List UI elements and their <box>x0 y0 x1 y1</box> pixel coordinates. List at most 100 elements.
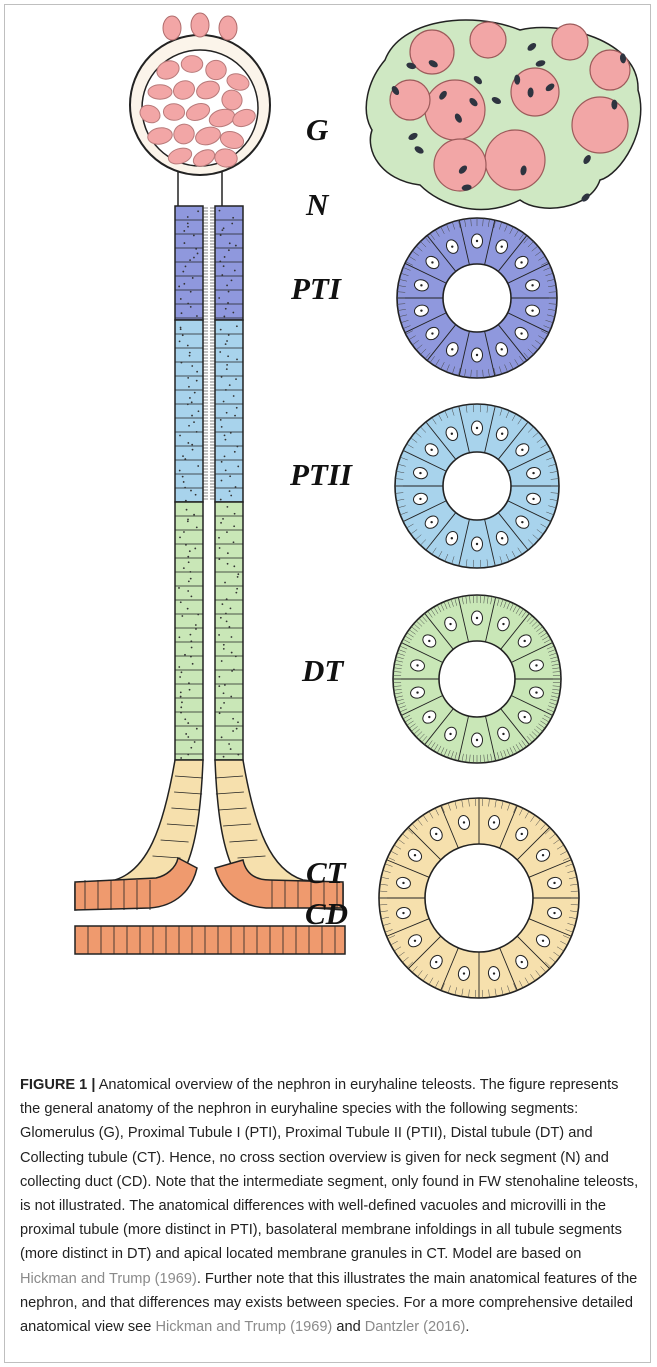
cytoplasm-granule <box>184 458 186 460</box>
cytoplasm-granule <box>219 547 221 549</box>
cytoplasm-granule <box>227 563 229 565</box>
cytoplasm-granule <box>229 384 231 386</box>
cytoplasm-granule <box>191 365 193 367</box>
nucleolus <box>449 733 451 735</box>
cytoplasm-granule <box>179 435 181 437</box>
cytoplasm-granule <box>221 461 223 463</box>
cytoplasm-granule <box>190 640 192 642</box>
cytoplasm-granule <box>218 685 220 687</box>
cytoplasm-granule <box>235 655 237 657</box>
cytoplasm-granule <box>230 696 232 698</box>
label-cd: CD <box>305 896 348 931</box>
cytoplasm-granule <box>187 303 189 305</box>
cytoplasm-granule <box>180 601 182 603</box>
pti-right-wall <box>215 206 243 320</box>
nucleolus <box>542 940 544 942</box>
cytoplasm-granule <box>234 451 236 453</box>
cytoplasm-granule <box>187 345 189 347</box>
cytoplasm-granule <box>188 386 190 388</box>
cytoplasm-granule <box>220 329 222 331</box>
cytoplasm-granule <box>182 455 184 457</box>
cytoplasm-granule <box>184 718 186 720</box>
cytoplasm-granule <box>192 449 194 451</box>
caption-reference-hickman-2[interactable]: Hickman and Trump (1969) <box>155 1319 332 1335</box>
cytoplasm-granule <box>180 328 182 330</box>
cytoplasm-granule <box>219 351 221 353</box>
cytoplasm-granule <box>234 513 236 515</box>
cytoplasm-granule <box>223 227 225 229</box>
cytoplasm-granule <box>187 590 189 592</box>
caption-reference-hickman-1[interactable]: Hickman and Trump (1969) <box>20 1271 197 1287</box>
cytoplasm-granule <box>183 283 185 285</box>
cytoplasm-granule <box>192 277 194 279</box>
cytoplasm-granule <box>179 676 181 678</box>
cytoplasm-granule <box>231 279 233 281</box>
cytoplasm-granule <box>235 486 237 488</box>
cytoplasm-granule <box>188 561 190 563</box>
dt-left-wall <box>175 502 203 760</box>
cytoplasm-granule <box>233 565 235 567</box>
cytoplasm-granule <box>185 733 187 735</box>
cytoplasm-granule <box>189 352 191 354</box>
cytoplasm-granule <box>218 297 220 299</box>
cytoplasm-granule <box>226 506 228 508</box>
nucleolus <box>430 449 432 451</box>
cytoplasm-granule <box>226 598 228 600</box>
caption-text-4: . <box>465 1319 469 1335</box>
cytoplasm-granule <box>226 531 228 533</box>
podocyte-nucleus <box>611 100 617 110</box>
nucleolus <box>521 449 523 451</box>
cytoplasm-granule <box>190 747 192 749</box>
cytoplasm-granule <box>218 558 220 560</box>
cytoplasm-granule <box>196 315 198 317</box>
cytoplasm-granule <box>195 248 197 250</box>
cytoplasm-granule <box>220 707 222 709</box>
cytoplasm-granule <box>194 392 196 394</box>
cytoplasm-granule <box>179 537 181 539</box>
cytoplasm-granule <box>187 519 189 521</box>
cytoplasm-granule <box>224 455 226 457</box>
cytoplasm-granule <box>183 481 185 483</box>
cytoplasm-granule <box>234 270 236 272</box>
ptii-section <box>395 404 559 568</box>
nucleolus <box>428 640 430 642</box>
cytoplasm-granule <box>223 692 225 694</box>
cytoplasm-granule <box>196 371 198 373</box>
cytoplasm-granule <box>236 728 238 730</box>
nucleolus <box>501 433 503 435</box>
cytoplasm-granule <box>221 660 223 662</box>
cytoplasm-granule <box>219 712 221 714</box>
cytoplasm-granule <box>181 701 183 703</box>
cytoplasm-granule <box>185 266 187 268</box>
caption-lead: FIGURE 1 | <box>20 1077 95 1093</box>
caption-text-1: Anatomical overview of the nephron in eu… <box>20 1077 638 1262</box>
cytoplasm-granule <box>237 573 239 575</box>
cytoplasm-granule <box>225 343 227 345</box>
cytoplasm-granule <box>190 634 192 636</box>
cytoplasm-granule <box>237 576 239 578</box>
cytoplasm-granule <box>225 613 227 615</box>
cytoplasm-granule <box>189 571 191 573</box>
afferent-vessel <box>191 13 209 37</box>
nucleolus <box>420 309 422 311</box>
cytoplasm-granule <box>182 476 184 478</box>
tubule-cross-sections <box>379 218 579 998</box>
cytoplasm-granule <box>220 522 222 524</box>
nucleolus <box>420 284 422 286</box>
label-dt: DT <box>301 653 344 688</box>
cytoplasm-granule <box>235 378 237 380</box>
cytoplasm-granule <box>181 362 183 364</box>
cytoplasm-granule <box>234 415 236 417</box>
cytoplasm-granule <box>181 615 183 617</box>
caption-reference-dantzler[interactable]: Dantzler (2016) <box>365 1319 466 1335</box>
capillary-loop <box>148 85 172 99</box>
cytoplasm-granule <box>228 291 230 293</box>
cytoplasm-granule <box>187 226 189 228</box>
cytoplasm-granule <box>180 706 182 708</box>
cytoplasm-granule <box>190 306 192 308</box>
cytoplasm-granule <box>195 628 197 630</box>
label-ct: CT <box>306 855 347 890</box>
nucleolus <box>476 543 478 545</box>
nucleolus <box>501 348 503 350</box>
cytoplasm-granule <box>223 265 225 267</box>
